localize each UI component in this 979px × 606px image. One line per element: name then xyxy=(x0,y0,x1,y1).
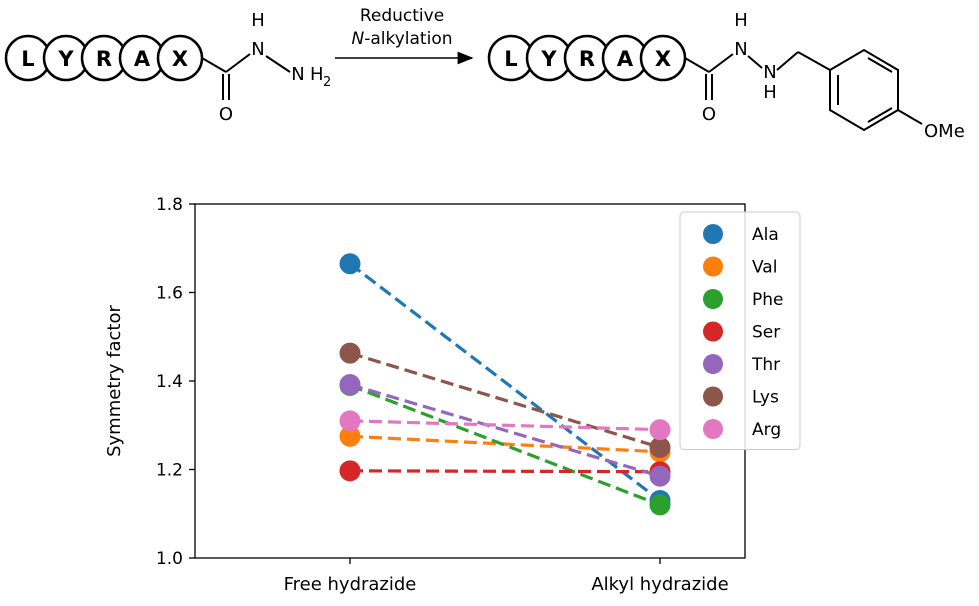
product-bead-label: Y xyxy=(540,47,557,71)
x-tick-label: Alkyl hydrazide xyxy=(591,574,728,595)
reactant-hydrazide-bonds xyxy=(201,53,291,100)
legend-marker-thr xyxy=(703,354,723,374)
legend-marker-lys xyxy=(703,386,723,407)
reactant-bead-label: X xyxy=(172,47,188,71)
series-line-thr xyxy=(349,383,661,478)
legend-marker-ala xyxy=(703,224,723,244)
product-bead-label: X xyxy=(655,47,671,71)
data-point-val xyxy=(339,425,361,447)
reactant-bead-label: A xyxy=(134,47,151,71)
reactant-nitrogen-2: N xyxy=(291,64,304,85)
series-line-arg xyxy=(349,419,661,432)
series-line-phe xyxy=(349,383,661,507)
series-line-ala xyxy=(349,262,661,502)
y-tick-label: 1.2 xyxy=(156,461,183,481)
legend-label-arg: Arg xyxy=(752,420,781,440)
plot-layer xyxy=(339,253,671,516)
data-point-phe xyxy=(649,494,671,516)
legend-label-ser: Ser xyxy=(752,323,780,343)
y-tick-label: 1.8 xyxy=(156,195,183,215)
product-nitrogen-1: N xyxy=(734,39,747,60)
arrow-label-line2: N-alkylation xyxy=(352,29,453,49)
data-point-ser xyxy=(339,460,361,482)
series-line-val xyxy=(349,434,661,454)
y-tick-label: 1.0 xyxy=(156,549,183,569)
legend-label-lys: Lys xyxy=(752,388,779,408)
data-point-ala xyxy=(339,253,361,275)
legend-label-ala: Ala xyxy=(752,225,779,245)
series-line-lys xyxy=(349,351,661,449)
x-tick-label: Free hydrazide xyxy=(284,574,417,595)
product-nitrogen-h: H xyxy=(734,10,748,31)
legend-marker-ser xyxy=(703,321,723,342)
reactant-carbonyl-oxygen: O xyxy=(219,104,233,125)
methoxy-group: OMe xyxy=(924,121,965,142)
arrow-label-line1: Reductive xyxy=(360,6,444,26)
reactant-bead-label: Y xyxy=(57,47,74,71)
legend-marker-arg xyxy=(703,419,723,439)
product-hydrazide-bonds xyxy=(684,51,831,100)
legend-box xyxy=(679,211,801,450)
reactant-nitrogen-1: N xyxy=(251,39,264,60)
product-bead-label: A xyxy=(617,47,634,71)
product-peptide-chain xyxy=(487,34,687,82)
data-point-arg xyxy=(649,419,671,441)
data-point-lys xyxy=(339,342,361,364)
reactant-nitrogen-h: H xyxy=(251,10,265,31)
reactant-bead-label: L xyxy=(21,47,34,71)
y-axis-label: Symmetry factor xyxy=(104,305,125,457)
product-bead-label: R xyxy=(579,47,595,71)
y-tick-label: 1.4 xyxy=(156,372,183,392)
reactant-bead-label: R xyxy=(96,47,112,71)
legend-label-phe: Phe xyxy=(752,290,784,310)
reaction-scheme: L Y R A X H N N H 2 O Reductive N-alkyla… xyxy=(4,6,965,142)
reactant-nh2-h: H xyxy=(310,64,324,85)
reactant-nh2-subscript: 2 xyxy=(323,75,331,90)
methoxyphenyl-ring xyxy=(829,48,923,132)
product-nitrogen-2: N xyxy=(763,62,776,83)
legend-label-val: Val xyxy=(752,258,777,278)
series-line-ser xyxy=(349,469,661,474)
y-tick-label: 1.6 xyxy=(156,284,183,304)
data-point-arg xyxy=(339,410,361,432)
data-point-thr xyxy=(339,374,361,396)
legend-label-thr: Thr xyxy=(751,355,780,375)
data-point-lys xyxy=(649,436,671,458)
data-point-thr xyxy=(649,465,671,487)
reactant-peptide-chain xyxy=(4,34,204,82)
legend-marker-val xyxy=(703,256,723,277)
product-bead-label: L xyxy=(504,47,517,71)
product-carbonyl-oxygen: O xyxy=(702,104,716,125)
legend-marker-phe xyxy=(703,289,723,309)
product-nitrogen-2-h: H xyxy=(763,82,777,103)
